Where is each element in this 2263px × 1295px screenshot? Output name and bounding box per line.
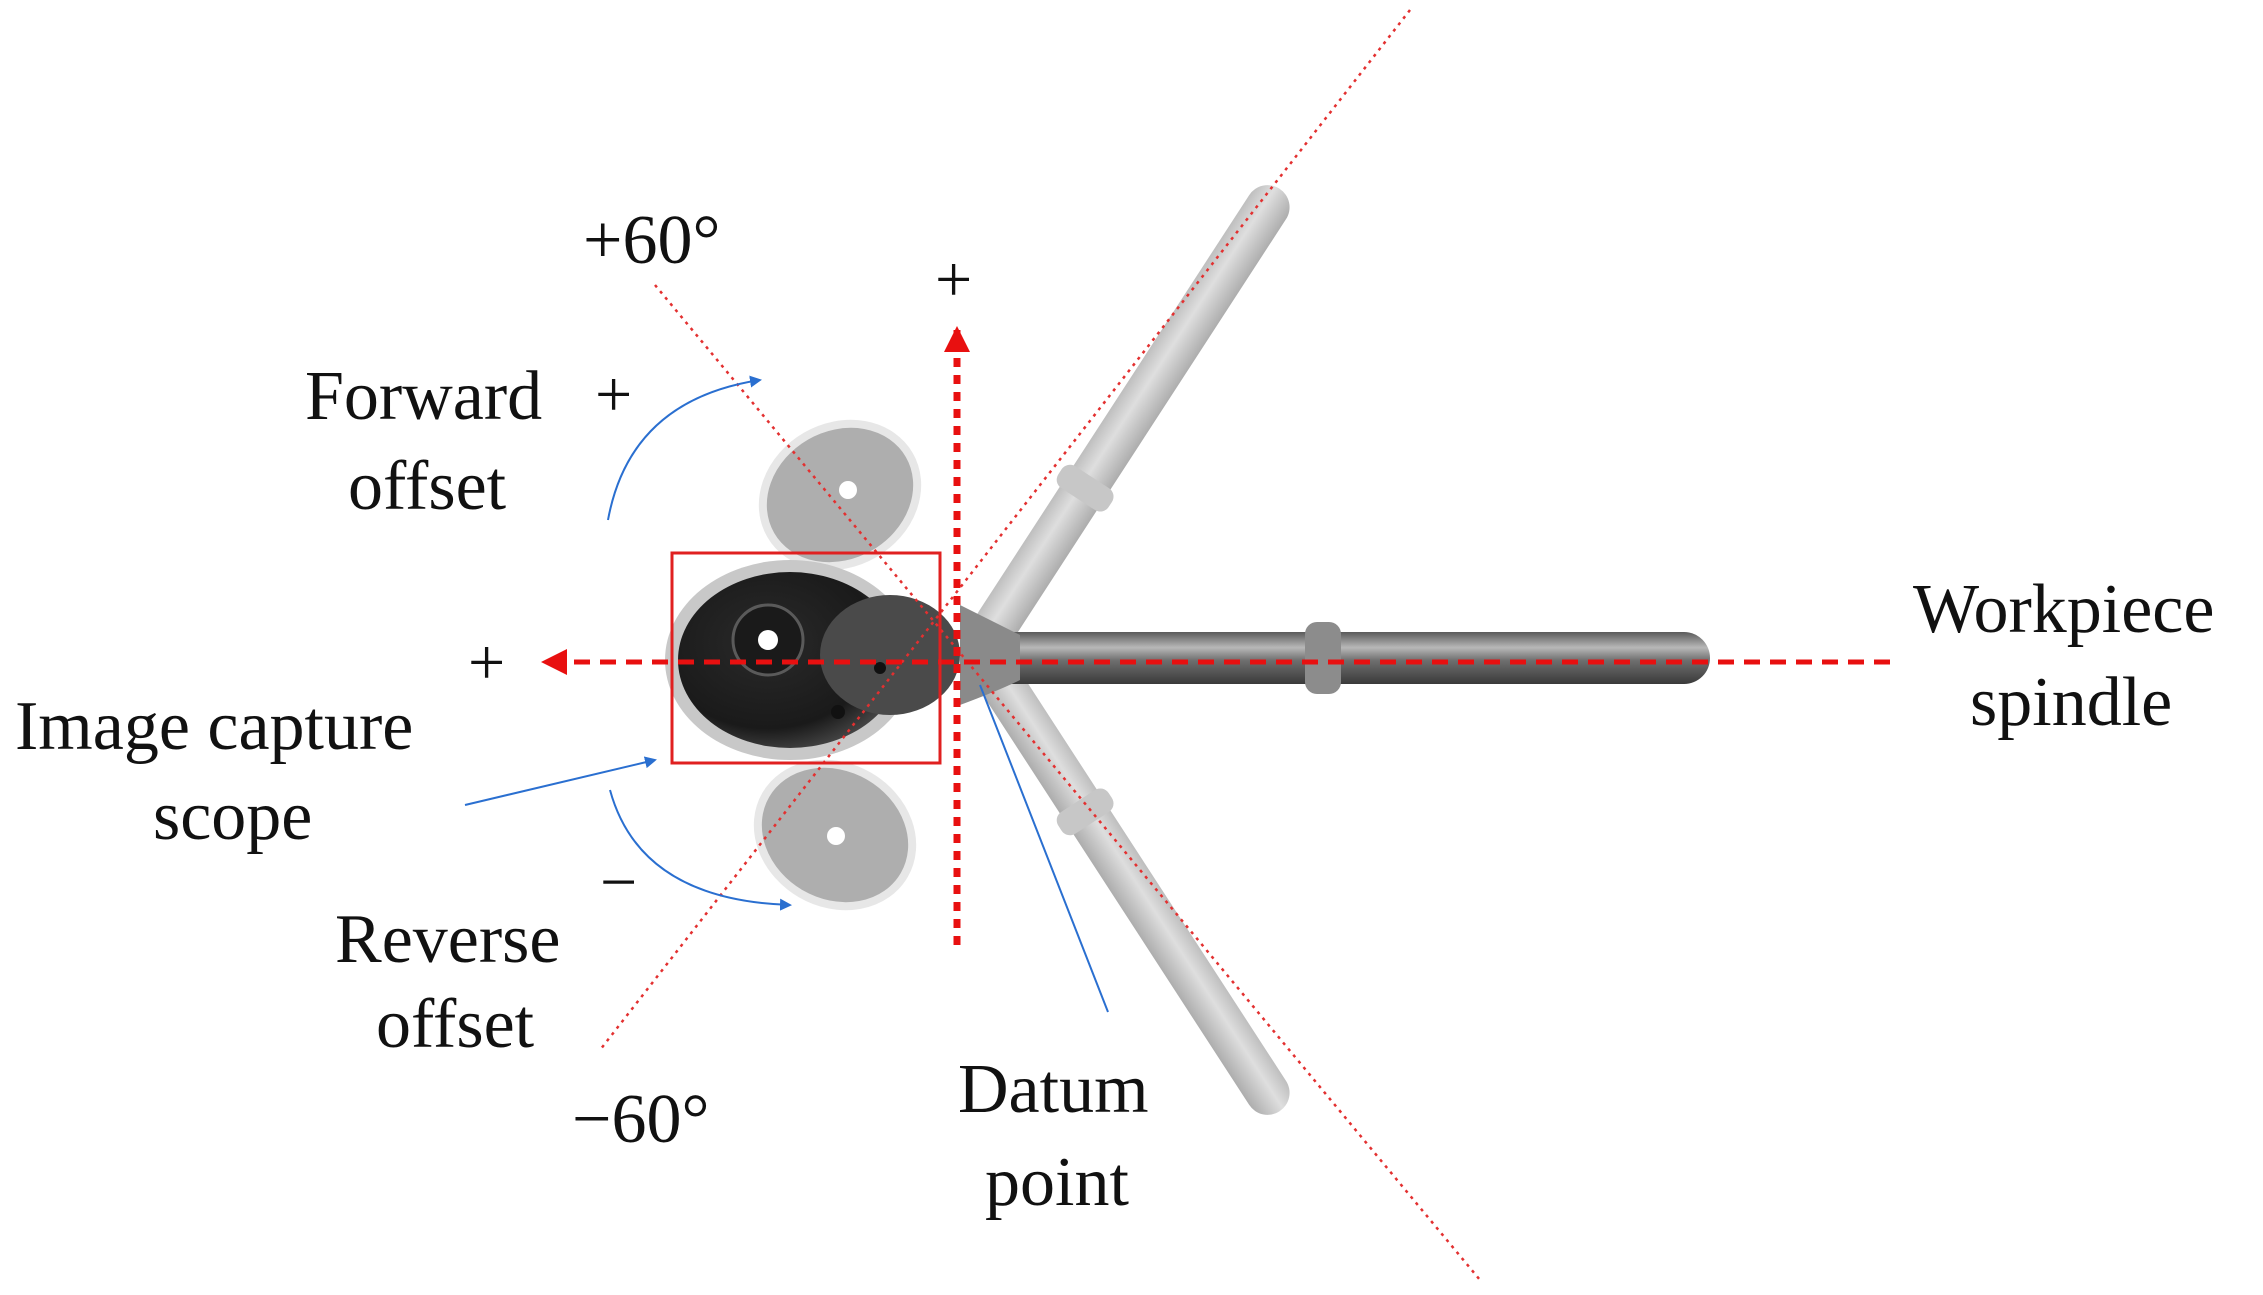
horizontal-axis-plus-sign: +	[468, 626, 506, 699]
capture-scope-pointer	[464, 756, 657, 806]
image-capture-scope-label-line1: Image capture	[15, 688, 414, 765]
reverse-offset-label-line1: Reverse	[335, 901, 561, 978]
minus60-angle-label: −60°	[572, 1081, 710, 1158]
ghost-head-lower	[753, 759, 917, 911]
plus60-angle-label: +60°	[583, 202, 721, 279]
datum-point-label-line1: Datum	[958, 1051, 1149, 1128]
forward-offset-plus-sign: +	[595, 358, 633, 431]
datum-point-label-line2: point	[985, 1144, 1129, 1221]
reverse-offset-minus-sign: −	[600, 846, 638, 919]
image-capture-scope-label-line2: scope	[153, 778, 313, 855]
guide-line-plus60	[599, 9, 1411, 1051]
forward-offset-arc	[607, 375, 762, 521]
ghost-tool-reverse	[975, 654, 1290, 1115]
image-capture-frame	[670, 551, 942, 765]
forward-offset-label-line2: offset	[348, 448, 507, 525]
datum-point-pointer	[979, 684, 1109, 1013]
workpiece-spindle-label-line2: spindle	[1970, 664, 2173, 741]
forward-offset-label-line1: Forward	[305, 358, 543, 435]
reverse-offset-arc	[609, 789, 792, 911]
reverse-offset-label-line2: offset	[376, 986, 535, 1063]
ghost-tool-forward	[975, 185, 1290, 646]
workpiece-spindle-label-line1: Workpiece	[1913, 571, 2215, 648]
vertical-axis-plus-sign: +	[935, 243, 973, 316]
